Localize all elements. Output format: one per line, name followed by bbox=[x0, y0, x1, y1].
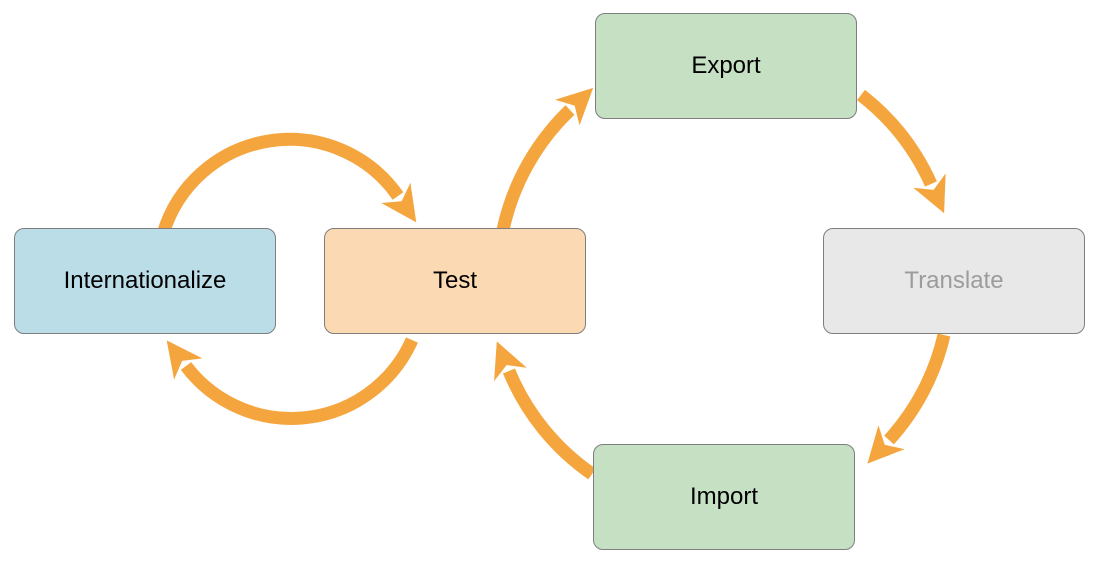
node-export-label: Export bbox=[691, 52, 761, 79]
node-internationalize-label: Internationalize bbox=[63, 267, 227, 294]
arrow-export-to-translate bbox=[856, 89, 946, 214]
node-translate: Translate bbox=[823, 228, 1085, 334]
arrow-internationalize-to-test bbox=[156, 132, 417, 236]
arrow-translate-to-import bbox=[867, 333, 951, 464]
arrow-test-to-internationalize bbox=[166, 337, 418, 425]
node-translate-label: Translate bbox=[904, 267, 1004, 294]
arrow-test-to-export bbox=[496, 87, 594, 232]
node-import-label: Import bbox=[689, 483, 758, 510]
node-internationalize: Internationalize bbox=[14, 228, 276, 334]
node-export: Export bbox=[595, 13, 857, 119]
node-import: Import bbox=[593, 444, 855, 550]
node-test: Test bbox=[324, 228, 586, 334]
arrow-import-to-test bbox=[494, 341, 596, 480]
node-test-label: Test bbox=[432, 267, 477, 294]
